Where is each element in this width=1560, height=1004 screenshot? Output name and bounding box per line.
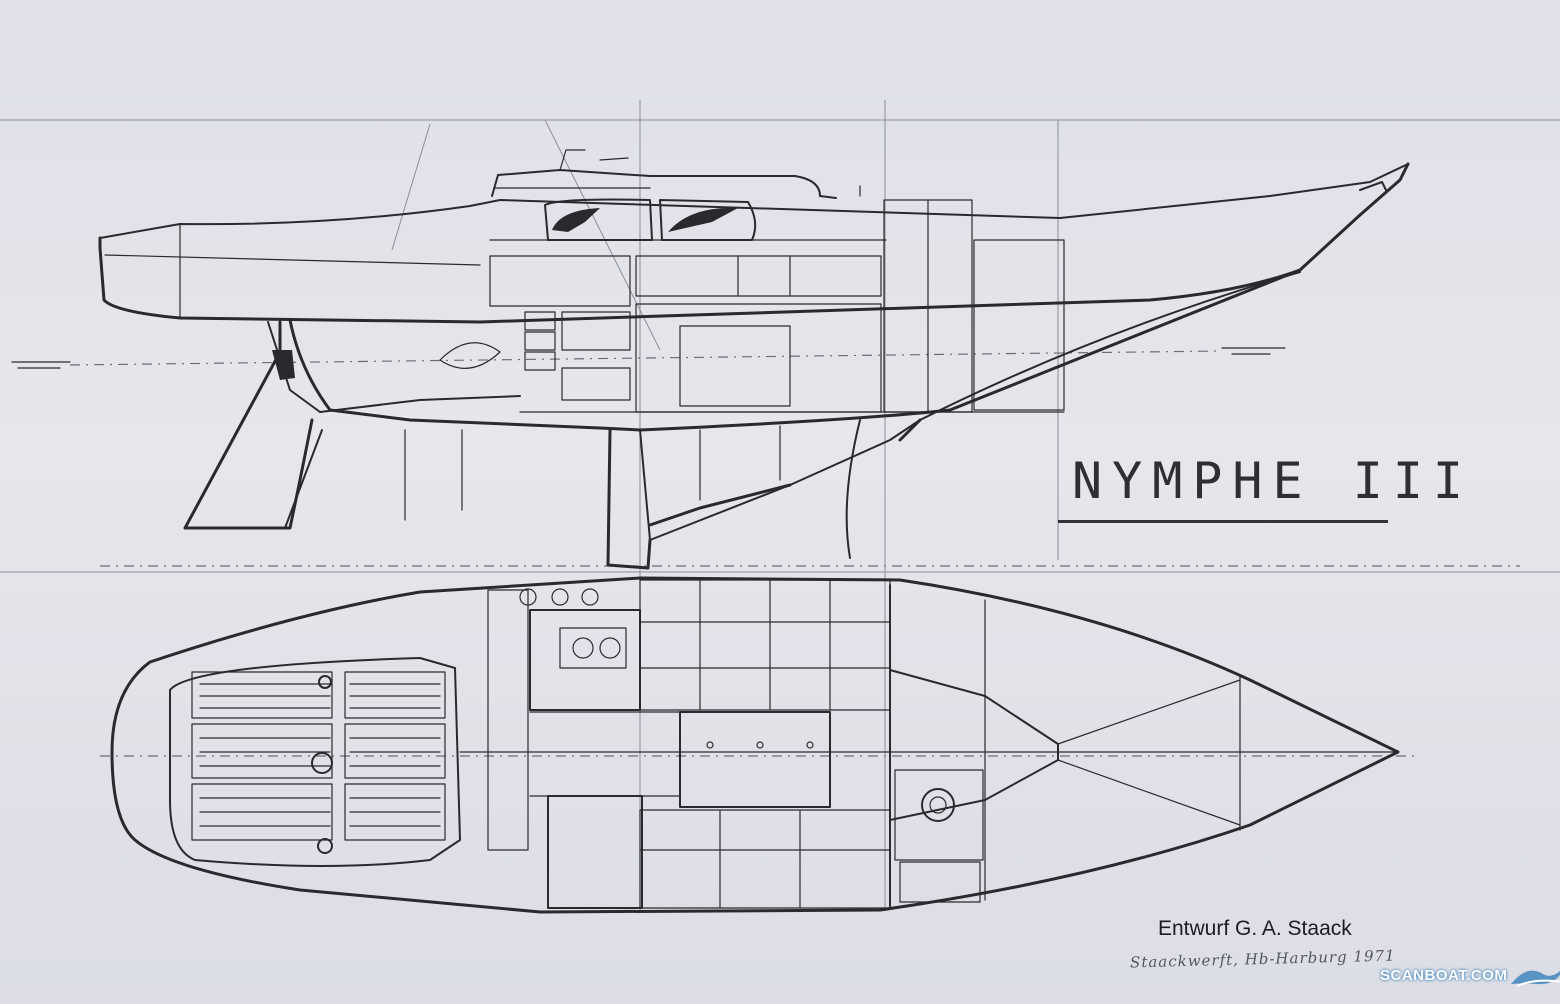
drawing-title: NYMPHE III: [1072, 452, 1474, 510]
plan-view: [110, 576, 1400, 914]
title-underline: [1058, 520, 1388, 523]
watermark-text: SCANBOAT.COM: [1380, 966, 1508, 984]
designer-credit: Entwurf G. A. Staack: [1158, 917, 1352, 940]
waterline-marks: [11, 347, 1286, 369]
scanboat-watermark: SCANBOAT.COM: [1380, 958, 1560, 992]
wave-icon: [1511, 970, 1560, 987]
construction-lines: [0, 100, 1560, 910]
cockpit-grating-slats: [199, 683, 441, 827]
profile-view: [98, 149, 1410, 570]
